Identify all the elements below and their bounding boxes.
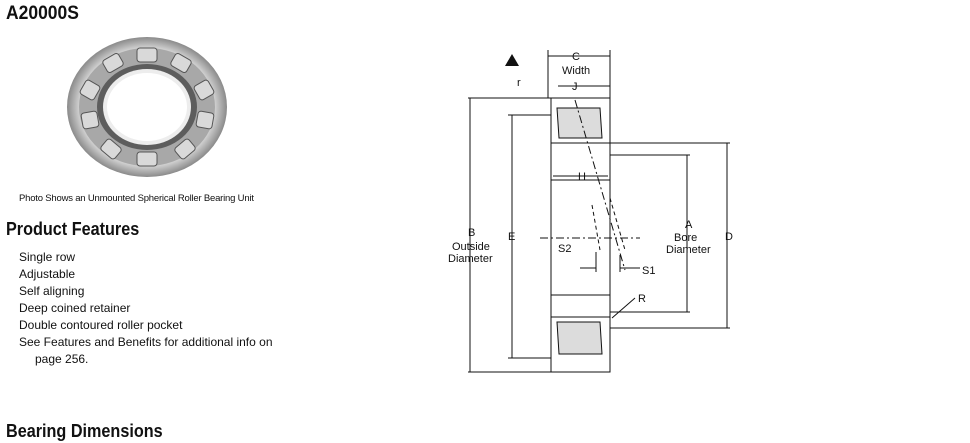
bearing-dimension-diagram: C Width J r B Outside Diameter E H S2 S1… — [448, 50, 733, 373]
product-title: A20000S — [6, 3, 79, 24]
features-heading: Product Features — [6, 219, 140, 239]
bearing-photo — [67, 37, 227, 177]
list-item: Adjustable — [19, 267, 76, 281]
label-e: E — [508, 231, 515, 243]
label-r-large: R — [638, 293, 646, 305]
see-also-line1: See Features and Benefits for additional… — [19, 335, 273, 349]
label-a: A — [685, 219, 693, 231]
dimensions-heading: Bearing Dimensions — [6, 421, 163, 441]
list-item: Deep coined retainer — [19, 301, 131, 315]
label-bore-diameter: Diameter — [666, 244, 711, 256]
list-item: See Features and Benefits for additional… — [19, 334, 273, 368]
label-bore: Bore — [674, 232, 697, 244]
label-width: Width — [562, 65, 590, 77]
label-outside: Outside — [452, 241, 490, 253]
label-c: C — [572, 51, 580, 63]
label-h: H — [578, 171, 586, 183]
features-list: Single row Adjustable Self aligning Deep… — [19, 249, 273, 368]
list-item: Double contoured roller pocket — [19, 318, 183, 332]
label-s1: S1 — [642, 265, 655, 277]
list-item: Self aligning — [19, 284, 85, 298]
list-item: Single row — [19, 250, 76, 264]
label-j: J — [572, 81, 578, 93]
label-s2: S2 — [558, 243, 571, 255]
label-outside-diameter: Diameter — [448, 253, 493, 265]
see-also-line2: page 256. — [35, 352, 89, 366]
photo-caption: Photo Shows an Unmounted Spherical Rolle… — [19, 193, 254, 204]
label-b: B — [468, 227, 475, 239]
label-d: D — [725, 231, 733, 243]
label-r-small: r — [517, 77, 521, 89]
